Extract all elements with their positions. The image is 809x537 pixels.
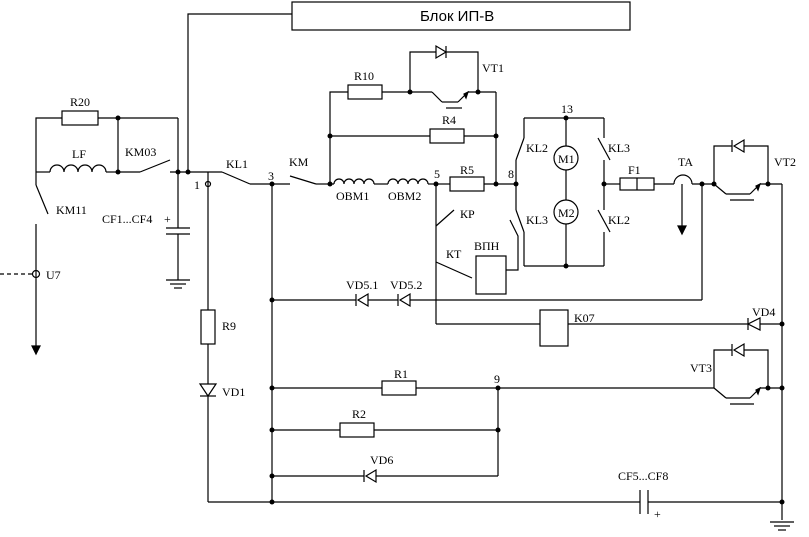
diode-vd1 [198, 383, 218, 398]
resistor-r4 [429, 128, 465, 144]
label-r20: R20 [70, 95, 90, 109]
switch-km [289, 175, 317, 185]
r1-r2-vd6-branch: R1 9 R2 VD6 [269, 367, 714, 484]
label-kl3-right: KL3 [608, 141, 630, 155]
label-ta: TA [678, 155, 693, 169]
label-kl2-left: KL2 [526, 141, 548, 155]
relay-k07 [539, 309, 569, 347]
r9-branch: 1 R9 VD1 [194, 172, 640, 503]
label-kl1: KL1 [226, 157, 248, 171]
label-vt1: VT1 [482, 61, 504, 75]
coil-vpn [475, 255, 507, 295]
label-r1: R1 [394, 367, 408, 381]
label-r2: R2 [352, 407, 366, 421]
resistor-r2 [339, 422, 375, 438]
field-windings: ОВМ1 ОВМ2 R10 VT1 R4 5 R5 [327, 44, 519, 203]
block-ip-v-label: Блок ИП-В [420, 8, 494, 25]
label-vt3: VT3 [690, 361, 712, 375]
resistor-r9 [200, 309, 216, 345]
label-vd5-1: VD5.1 [346, 278, 378, 292]
label-vt2: VT2 [774, 155, 796, 169]
resistor-r5 [449, 176, 485, 192]
diode-vd5-1 [356, 292, 369, 308]
vd5-branch: VD5.1 VD5.2 [269, 184, 703, 308]
label-m2: M2 [558, 206, 575, 220]
label-plus-1: + [164, 212, 171, 226]
label-obm2: ОВМ2 [388, 189, 421, 203]
label-node-13: 13 [561, 102, 573, 116]
switch-kl3-right [597, 137, 611, 161]
label-f1: F1 [628, 163, 641, 177]
diode-vd4 [746, 317, 761, 331]
winding-obm1 [333, 178, 375, 185]
switch-kl2-right [597, 209, 611, 233]
inductor-lf [49, 164, 107, 173]
label-cf5-cf8: CF5...CF8 [618, 469, 668, 483]
transistor-vt1 [431, 91, 443, 103]
switch-kl3-left [515, 209, 525, 233]
label-kp: КР [460, 207, 475, 221]
block-ip-v: Блок ИП-В [187, 1, 631, 172]
diode-vd4-branch: VD4 [746, 305, 785, 331]
label-vpn: ВПН [474, 239, 500, 253]
label-kl2-right: KL2 [608, 213, 630, 227]
label-vd5-2: VD5.2 [390, 278, 422, 292]
label-cf1-cf4: CF1...CF4 [102, 212, 152, 226]
switch-kp [435, 209, 455, 227]
label-km11: KM11 [56, 203, 87, 217]
label-kt: КТ [446, 247, 462, 261]
label-vd4: VD4 [752, 305, 775, 319]
label-plus-2: + [654, 507, 661, 521]
label-km: KM [289, 155, 309, 169]
switch-km11 [35, 184, 49, 215]
switch-km03 [139, 159, 171, 173]
transistor-vt2: VT2 [711, 138, 796, 520]
label-node-9: 9 [494, 372, 500, 386]
transistor-vt3: VT3 [690, 342, 785, 405]
label-node-3: 3 [268, 169, 274, 183]
label-r10: R10 [354, 69, 374, 83]
motor-bridge: 13 M1 M2 KL2 KL3 KL3 KL2 F1 [515, 102, 714, 269]
label-r5: R5 [460, 163, 474, 177]
label-node-8: 8 [508, 167, 514, 181]
label-obm1: ОВМ1 [336, 189, 369, 203]
label-r9: R9 [222, 319, 236, 333]
label-node-1: 1 [194, 178, 200, 192]
diode-vd5-2 [398, 292, 411, 308]
label-u7: U7 [46, 268, 61, 282]
resistor-r1 [381, 380, 417, 396]
label-k07: K07 [574, 311, 595, 325]
label-m1: M1 [558, 152, 575, 166]
label-kl3-left: KL3 [526, 213, 548, 227]
sensor-ta [673, 174, 693, 185]
diode-vt1-freewheel [435, 44, 448, 60]
resistor-r10 [347, 84, 383, 100]
label-lf: LF [72, 147, 86, 161]
label-vd6: VD6 [370, 453, 393, 467]
label-km03: KM03 [125, 145, 156, 159]
resistor-r20 [61, 110, 99, 126]
output-capacitor: CF5...CF8 + [269, 469, 794, 531]
input-section: R20 LF KM03 KM11 U7 CF1...CF4 + [0, 95, 222, 356]
kl1-switch: KL1 3 KM [221, 155, 330, 502]
label-vd1: VD1 [222, 385, 245, 399]
switch-kl2-left [515, 137, 525, 161]
contact-u7 [31, 269, 41, 279]
winding-obm2 [387, 178, 429, 185]
diode-vd6 [364, 468, 377, 484]
label-node-5: 5 [434, 167, 440, 181]
relay-section: КР КТ ВПН K07 [435, 184, 748, 347]
label-r4: R4 [442, 113, 456, 127]
